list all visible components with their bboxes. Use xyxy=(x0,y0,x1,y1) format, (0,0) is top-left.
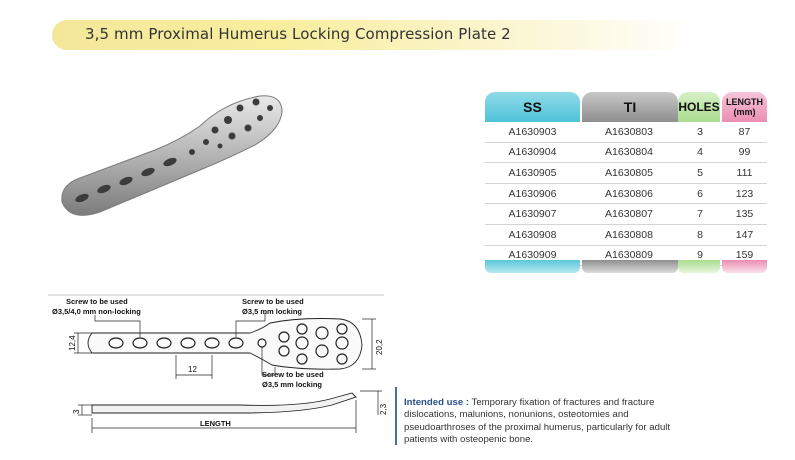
callout-bottom-line2: Ø3,5 mm locking xyxy=(262,380,322,389)
footer-holes xyxy=(678,260,720,273)
cell-holes: 5 xyxy=(697,166,703,179)
cell-holes: 4 xyxy=(697,146,703,159)
cell-ti: A1630806 xyxy=(605,187,653,200)
header-length-line1: LENGTH xyxy=(726,97,763,107)
header-ti: TI xyxy=(582,92,678,122)
cell-ti: A1630805 xyxy=(605,166,653,179)
cell-ss: A1630905 xyxy=(508,166,557,179)
cell-ti: A1630803 xyxy=(605,125,653,138)
cell-ss: A1630903 xyxy=(508,125,557,138)
dim-spacing: 12 xyxy=(188,365,197,374)
plate-holes xyxy=(108,323,349,365)
dim-end: 2,3 xyxy=(379,403,388,415)
cell-ti: A1630809 xyxy=(605,249,653,262)
table-row: A1630907 A1630807 7 135 xyxy=(485,204,767,225)
cell-ss: A1630909 xyxy=(508,249,557,262)
footer-length xyxy=(722,260,767,273)
dim-thickness: 3 xyxy=(72,409,81,414)
cell-ti: A1630808 xyxy=(605,228,653,241)
title-bar xyxy=(52,20,697,50)
cell-length: 87 xyxy=(738,125,751,138)
technical-drawing: Screw to be used Ø3,5/4,0 mm non-locking… xyxy=(48,294,388,433)
cell-ss: A1630907 xyxy=(508,208,557,221)
cell-ss: A1630904 xyxy=(508,146,557,159)
intended-use-label: Intended use : xyxy=(404,397,470,408)
footer-ss xyxy=(485,260,580,273)
intended-use: Intended use : Temporary fixation of fra… xyxy=(404,397,694,447)
footer-ti xyxy=(582,260,678,273)
callout-bottom-line1: Screw to be used xyxy=(262,370,324,379)
page-title: 3,5 mm Proximal Humerus Locking Compress… xyxy=(85,25,511,43)
callout-left-line2: Ø3,5/4,0 mm non-locking xyxy=(52,307,141,316)
table-row: A1630904 A1630804 4 99 xyxy=(485,143,767,164)
callout-right-line2: Ø3,5 mm locking xyxy=(242,307,302,316)
table-row: A1630905 A1630805 5 111 xyxy=(485,163,767,184)
plate-side-view xyxy=(91,392,357,414)
cell-holes: 3 xyxy=(697,125,703,138)
dim-width: 12,4 xyxy=(68,335,77,351)
table-row: A1630906 A1630806 6 123 xyxy=(485,184,767,205)
cell-length: 99 xyxy=(738,146,751,159)
intended-use-rule xyxy=(395,387,397,445)
cell-ti: A1630807 xyxy=(605,208,653,221)
cell-holes: 6 xyxy=(697,187,703,200)
plate-photo xyxy=(61,95,283,216)
header-holes: HOLES xyxy=(678,92,720,122)
cell-length: 159 xyxy=(735,249,754,262)
callout-right-line1: Screw to be used xyxy=(242,297,304,306)
cell-ti: A1630804 xyxy=(605,146,653,159)
plate-top-view xyxy=(87,318,363,370)
cell-holes: 9 xyxy=(697,249,703,262)
cell-ss: A1630908 xyxy=(508,228,557,241)
table-row: A1630908 A1630808 8 147 xyxy=(485,225,767,246)
dim-head: 20,2 xyxy=(375,339,384,355)
cell-holes: 7 xyxy=(697,208,703,221)
cell-length: 123 xyxy=(735,187,754,200)
cell-length: 135 xyxy=(735,208,754,221)
cell-length: 147 xyxy=(735,228,754,241)
table-row: A1630903 A1630803 3 87 xyxy=(485,122,767,143)
cell-length: 111 xyxy=(736,166,753,179)
intended-use-text: Temporary fixation of fractures and frac… xyxy=(404,397,671,446)
cell-holes: 8 xyxy=(697,228,703,241)
table-body: A1630903 A1630803 3 87 A1630904 A1630804… xyxy=(485,122,767,267)
cell-ss: A1630906 xyxy=(508,187,557,200)
header-ss: SS xyxy=(485,92,580,122)
header-length: LENGTH (mm) xyxy=(722,92,767,122)
callout-left-line1: Screw to be used xyxy=(66,297,128,306)
header-length-line2: (mm) xyxy=(733,107,756,117)
dim-length: LENGTH xyxy=(200,419,231,428)
